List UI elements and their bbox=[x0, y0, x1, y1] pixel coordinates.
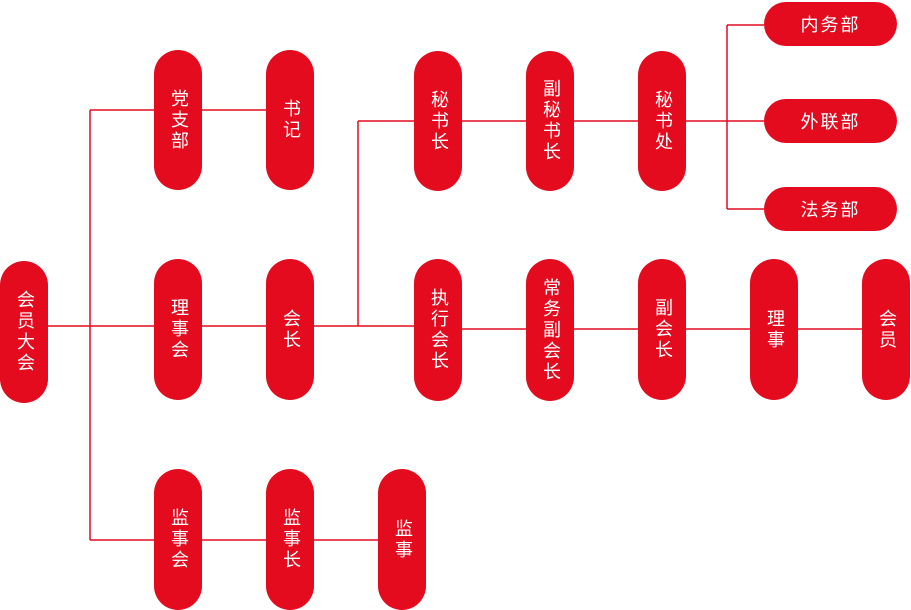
general-assembly-node: 会员大会 bbox=[0, 261, 48, 403]
legal-affairs-dept-node: 法务部 bbox=[764, 187, 897, 231]
council-node: 理事会 bbox=[154, 259, 202, 400]
internal-affairs-dept-node: 内务部 bbox=[764, 2, 897, 46]
director-node: 理事 bbox=[750, 259, 798, 400]
president-node: 会长 bbox=[266, 259, 314, 400]
party-branch-node: 党支部 bbox=[154, 50, 202, 190]
executive-president-node: 执行会长 bbox=[414, 259, 462, 401]
party-secretary-node: 书记 bbox=[266, 50, 314, 190]
secretariat-node: 秘书处 bbox=[638, 51, 686, 191]
vice-president-node: 副会长 bbox=[638, 259, 686, 400]
chief-supervisor-node: 监事长 bbox=[266, 469, 314, 610]
secretary-general-node: 秘书长 bbox=[414, 51, 462, 191]
standing-vice-president-node: 常务副会长 bbox=[526, 259, 574, 401]
member-node: 会员 bbox=[862, 259, 910, 400]
external-liaison-dept-node: 外联部 bbox=[764, 99, 897, 143]
supervisory-board-node: 监事会 bbox=[154, 469, 202, 610]
supervisor-node: 监事 bbox=[378, 469, 426, 610]
deputy-secretary-general-node: 副秘书长 bbox=[526, 51, 574, 191]
